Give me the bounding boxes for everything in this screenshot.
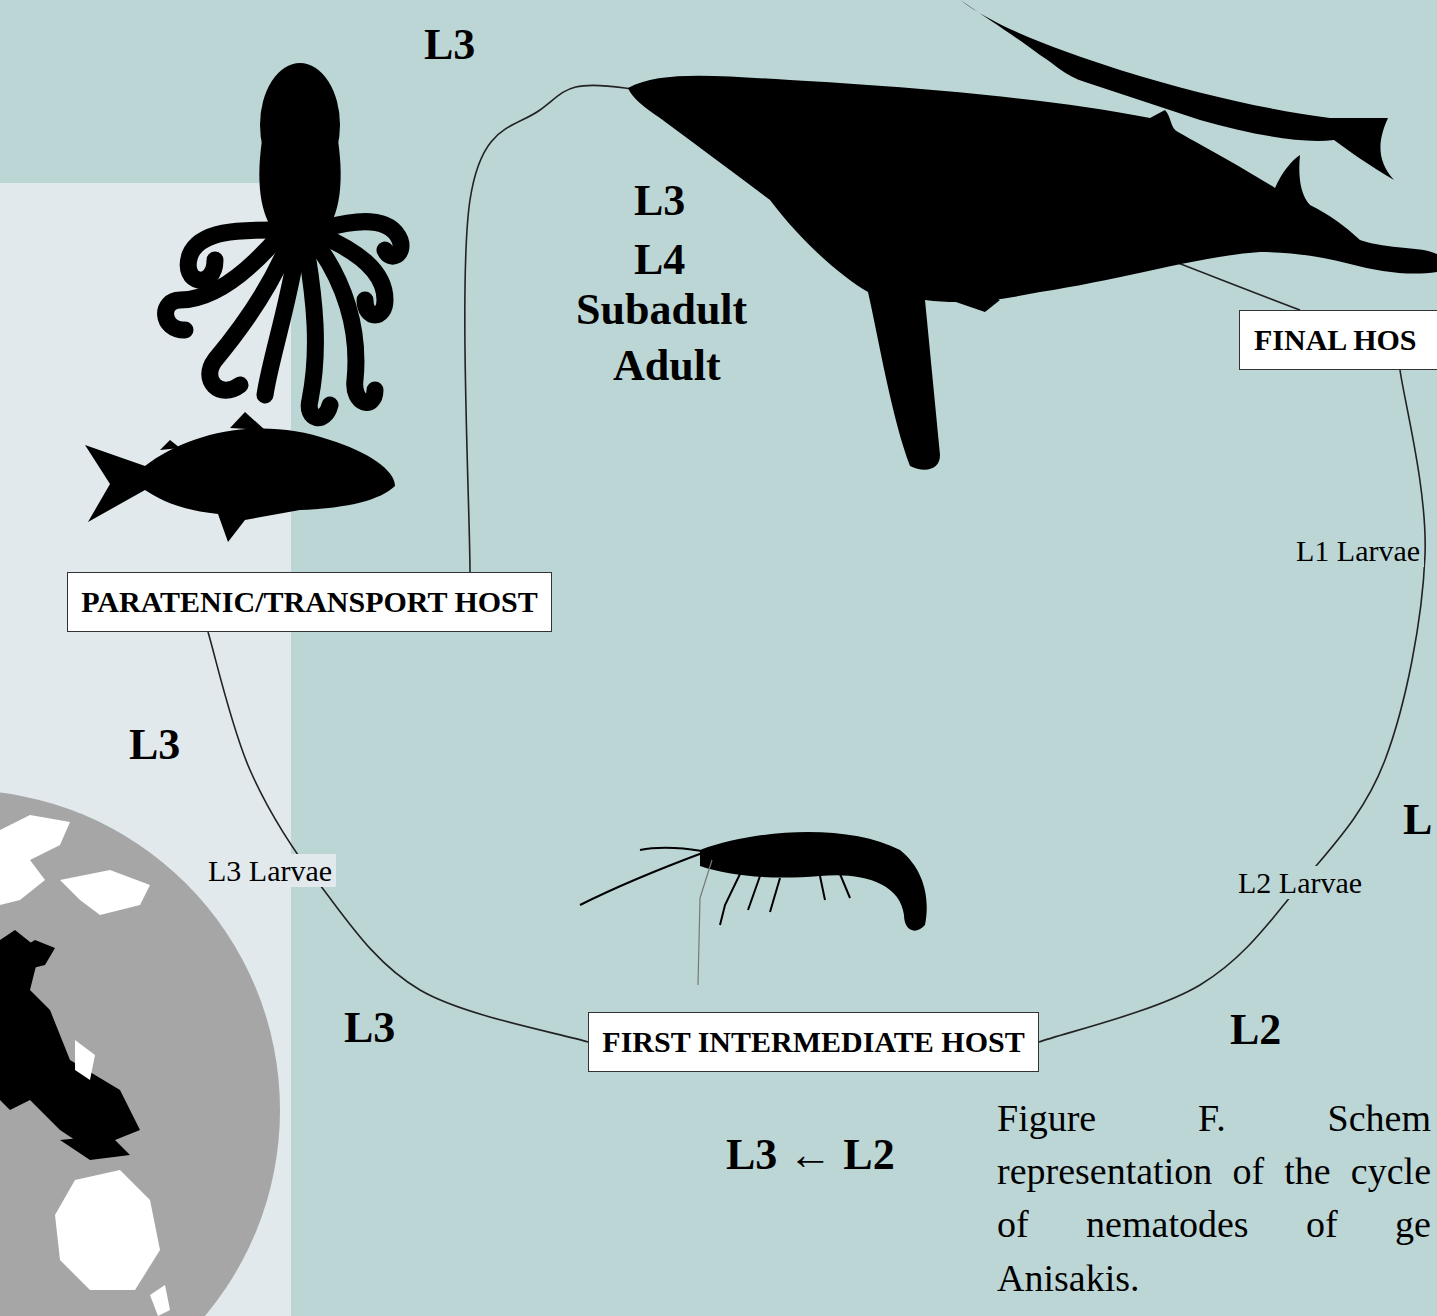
host-box: PARATENIC/TRANSPORT HOST <box>67 572 552 632</box>
stage-label: L3 <box>634 177 685 225</box>
shrimp-silhouette <box>580 832 927 985</box>
larva-label: L1 Larvae <box>1292 534 1424 567</box>
host-label: PARATENIC/TRANSPORT HOST <box>81 585 538 619</box>
cycle-connector <box>208 632 588 1042</box>
host-label: FINAL HOS <box>1254 323 1417 357</box>
stage-label: L2 <box>1230 1006 1281 1054</box>
stage-label: L4 <box>634 236 685 284</box>
fish-silhouette <box>85 412 395 542</box>
stage-label: L3 <box>344 1004 395 1052</box>
figure-caption: Figure F. Schem representation of the cy… <box>997 1092 1431 1305</box>
stage-label: Adult <box>613 342 721 390</box>
stage-label: L3 <box>424 21 475 69</box>
cycle-connector <box>1039 370 1425 1042</box>
stage-label: Subadult <box>576 286 747 334</box>
larva-label: L3 Larvae <box>204 854 336 887</box>
octopus-silhouette <box>166 63 401 418</box>
stage-label: L3 <box>129 721 180 769</box>
stage-label: L3 ← L2 <box>726 1131 895 1179</box>
host-box: FINAL HOS <box>1239 310 1437 370</box>
host-box: FIRST INTERMEDIATE HOST <box>588 1012 1039 1072</box>
whale-silhouette <box>628 76 1437 470</box>
stage-label: L <box>1403 796 1432 844</box>
host-label: FIRST INTERMEDIATE HOST <box>602 1025 1024 1059</box>
larva-label: L2 Larvae <box>1234 866 1366 899</box>
